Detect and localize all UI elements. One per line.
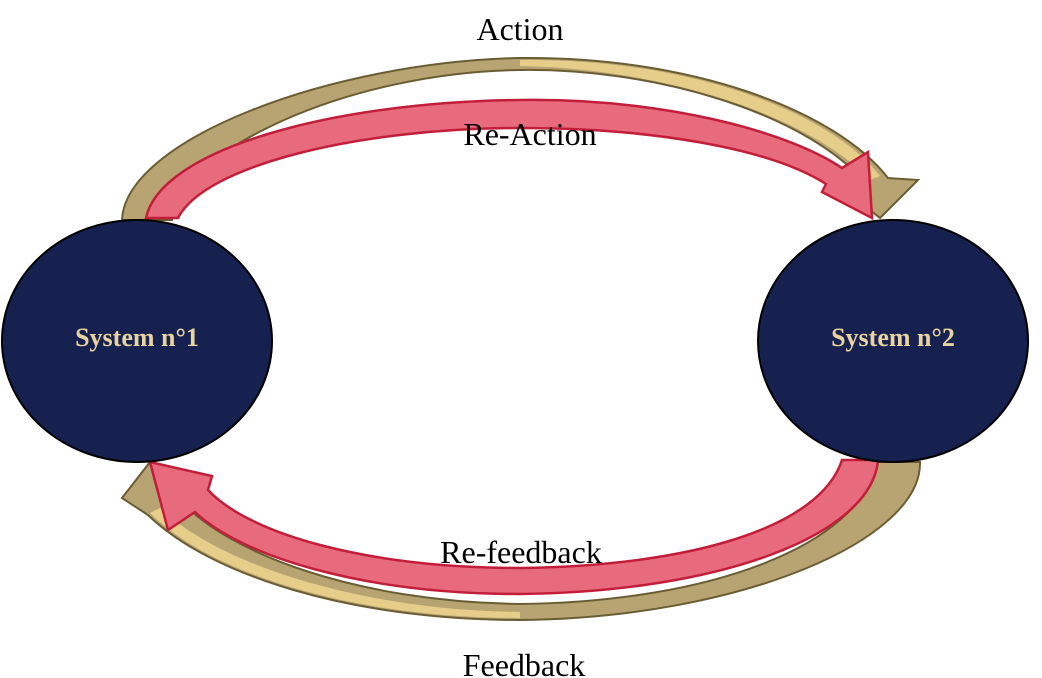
node-system-2-circle <box>757 219 1029 463</box>
node-system-1: System n°1 <box>1 219 273 463</box>
feedback-arrow <box>120 460 922 622</box>
re-feedback-label: Re-feedback <box>440 534 602 570</box>
node-system-1-label: System n°1 <box>75 323 199 352</box>
node-system-1-circle <box>1 219 273 463</box>
re-action-label: Re-Action <box>463 116 596 152</box>
action-label: Action <box>476 11 563 47</box>
action-arrow <box>120 56 921 221</box>
feedback-label: Feedback <box>463 647 586 678</box>
node-system-2: System n°2 <box>757 219 1029 463</box>
re-action-arrow <box>144 98 874 221</box>
node-system-2-label: System n°2 <box>831 323 955 352</box>
